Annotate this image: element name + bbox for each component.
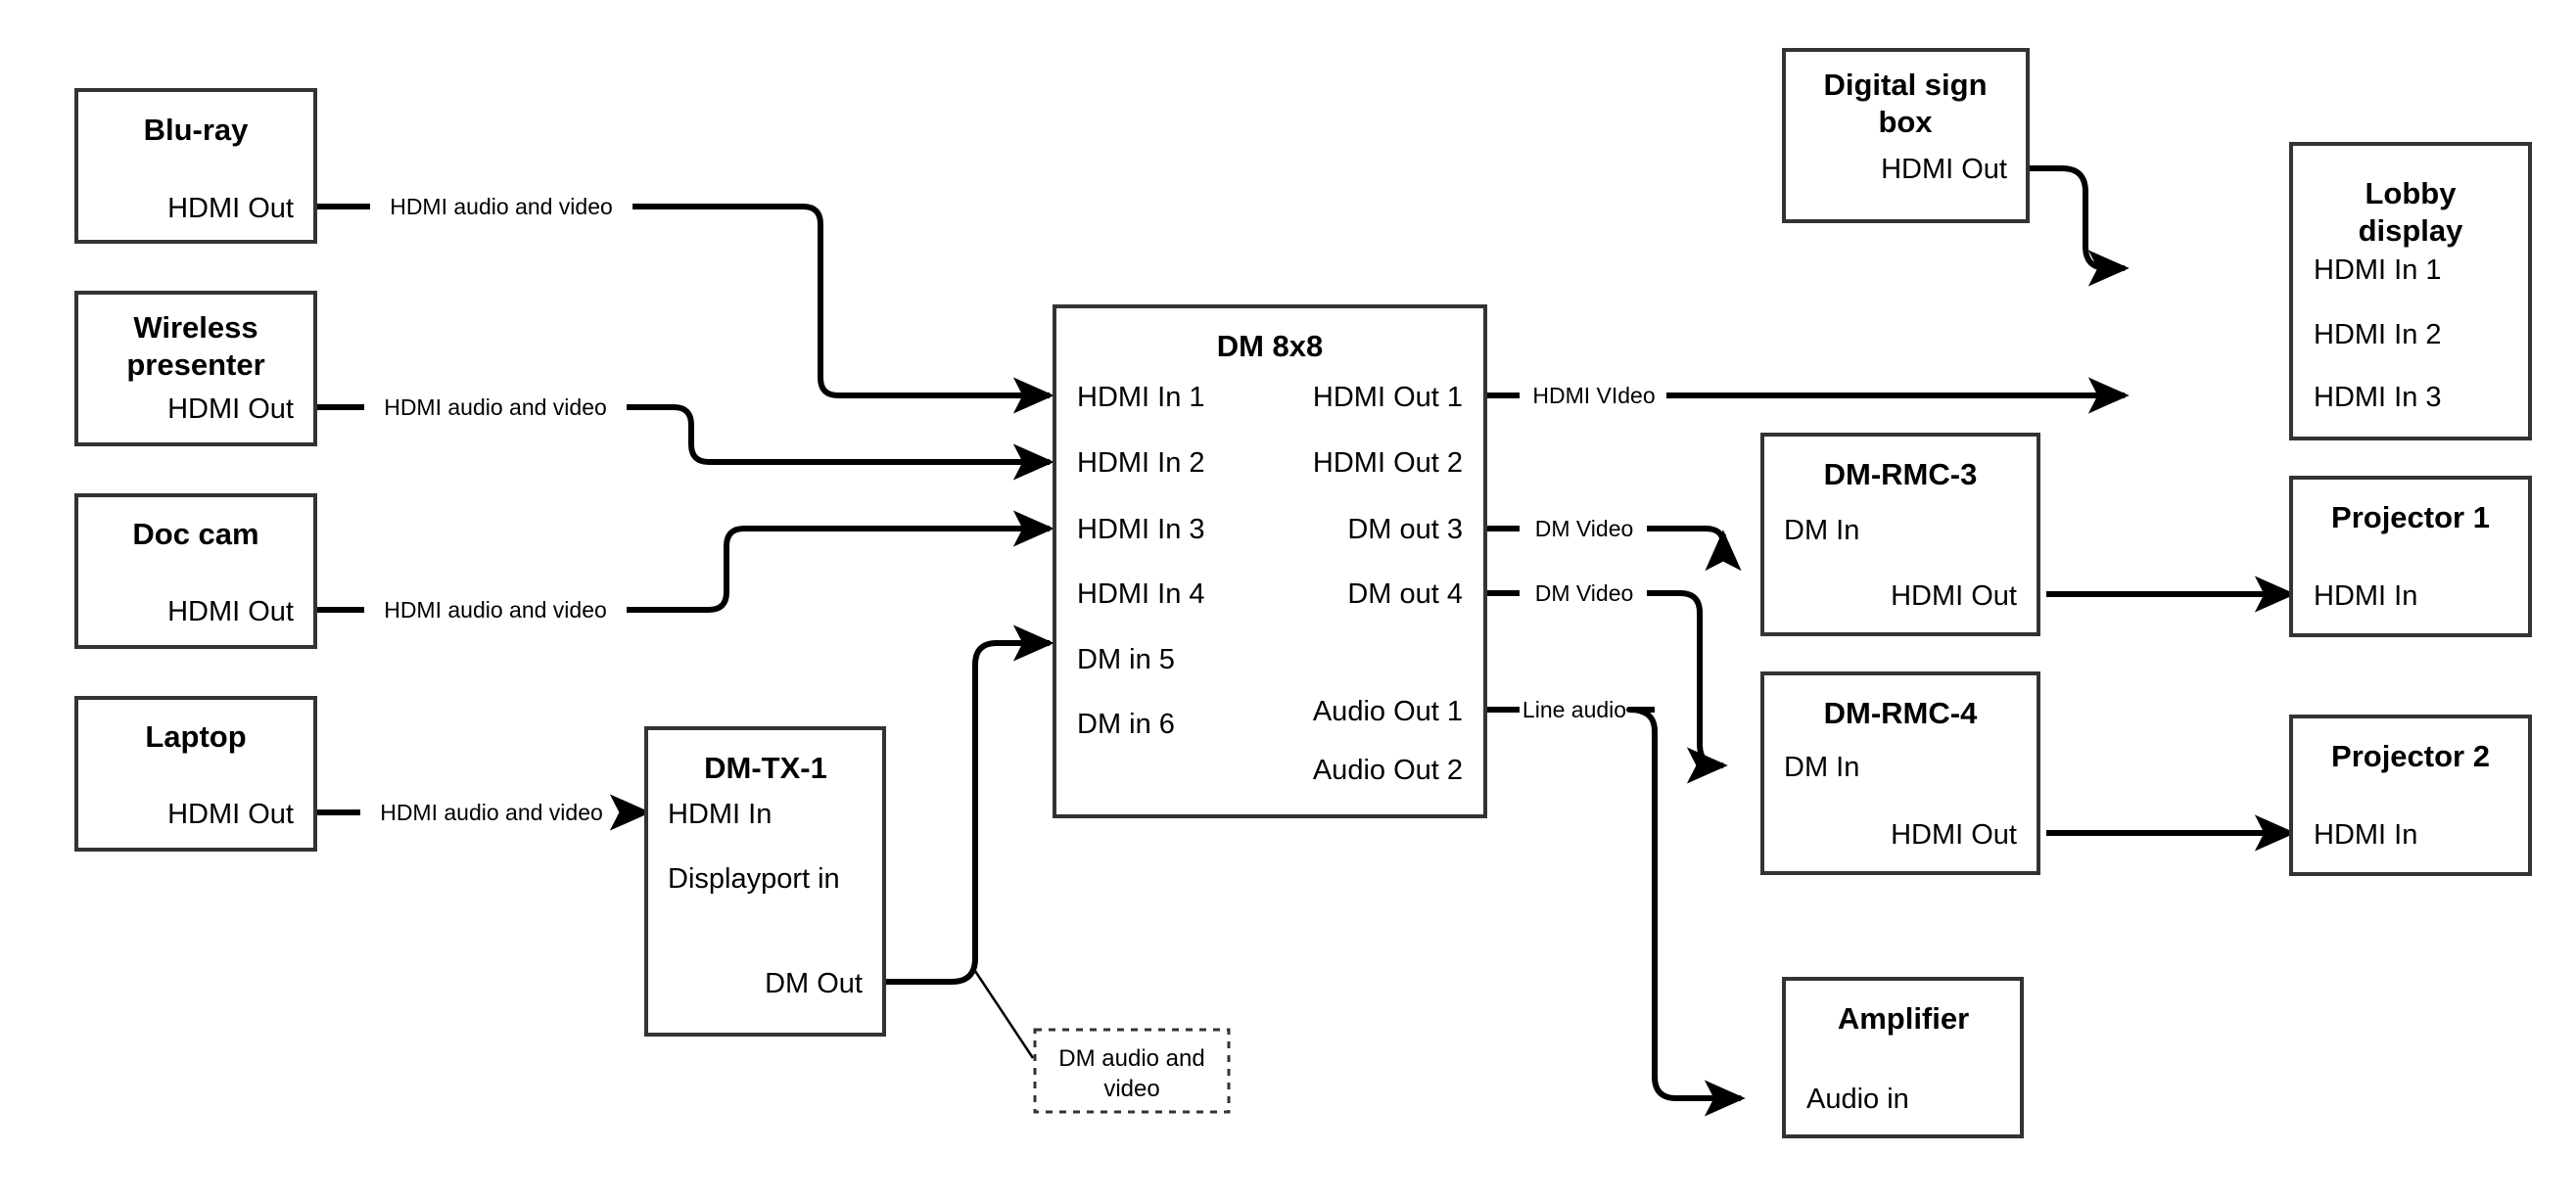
wire-label-dmout3: DM Video (1535, 516, 1634, 541)
doccam-title: Doc cam (132, 517, 258, 551)
dmtx1-title: DM-TX-1 (704, 751, 827, 785)
digitalsign-title-line1: Digital sign (1823, 68, 1987, 102)
note-line2: video (1103, 1076, 1159, 1102)
digitalsign-port-hdmi-out: HDMI Out (1881, 154, 2007, 185)
wire-label-wireless: HDMI audio and video (384, 394, 607, 420)
wire-bluray-to-dm8x8: HDMI audio and video (315, 194, 1054, 414)
projector2-port-hdmi-in: HDMI In (2314, 819, 2417, 851)
dmtx1-port-dm-out: DM Out (765, 968, 863, 999)
digitalsign-title-line2: box (1878, 105, 1933, 139)
dm8x8-port-audio-out-2: Audio Out 2 (1313, 755, 1463, 786)
lobbydisplay-title-line1: Lobby (2365, 176, 2458, 210)
wire-doccam-to-dm8x8: HDMI audio and video (315, 510, 1054, 623)
dm8x8-port-hdmi-in-4: HDMI In 4 (1077, 578, 1205, 610)
device-box-laptop[interactable]: Laptop HDMI Out (74, 696, 317, 852)
wireless-port-hdmi-out: HDMI Out (167, 393, 294, 425)
device-box-bluray[interactable]: Blu-ray HDMI Out (74, 88, 317, 244)
device-box-wireless-presenter[interactable]: Wireless presenter HDMI Out (74, 291, 317, 446)
wire-label-doccam: HDMI audio and video (384, 597, 607, 623)
note-dm-audio-and-video: DM audio and video (1033, 1028, 1231, 1114)
device-box-amplifier[interactable]: Amplifier Audio in (1782, 977, 2024, 1138)
wire-dmout3-to-rmc3: DM Video (1484, 516, 1742, 572)
dm8x8-port-dm-in-6: DM in 6 (1077, 709, 1175, 740)
lobbydisplay-port-hdmi-in-3: HDMI In 3 (2314, 382, 2442, 413)
amplifier-title: Amplifier (1838, 1001, 1969, 1036)
wire-wireless-to-dm8x8: HDMI audio and video (315, 394, 1054, 481)
note-line1: DM audio and (1058, 1045, 1204, 1072)
device-box-dm-rmc-3[interactable]: DM-RMC-3 DM In HDMI Out (1760, 433, 2040, 636)
projector1-port-hdmi-in: HDMI In (2314, 580, 2417, 612)
dm8x8-port-audio-out-1: Audio Out 1 (1313, 696, 1463, 727)
amplifier-port-audio-in: Audio in (1806, 1084, 1909, 1115)
dmrmc4-port-hdmi-out: HDMI Out (1891, 819, 2017, 851)
lobbydisplay-port-hdmi-in-2: HDMI In 2 (2314, 319, 2442, 350)
lobbydisplay-port-hdmi-in-1: HDMI In 1 (2314, 254, 2442, 286)
device-box-dm-8x8[interactable]: DM 8x8 HDMI In 1 HDMI In 2 HDMI In 3 HDM… (1053, 304, 1487, 818)
dmrmc4-title: DM-RMC-4 (1824, 696, 1978, 730)
device-box-dm-tx-1[interactable]: DM-TX-1 HDMI In Displayport in DM Out (644, 726, 886, 1037)
wire-label-bluray: HDMI audio and video (390, 194, 613, 219)
wire-dmtx1-to-dm8x8 (884, 624, 1054, 1059)
dm8x8-port-hdmi-out-1: HDMI Out 1 (1313, 382, 1463, 413)
device-box-projector-1[interactable]: Projector 1 HDMI In (2289, 476, 2532, 637)
wire-label-audioout1: Line audio (1522, 697, 1626, 722)
dm8x8-port-dm-in-5: DM in 5 (1077, 644, 1175, 675)
dm8x8-title: DM 8x8 (1217, 329, 1324, 363)
device-box-projector-2[interactable]: Projector 2 HDMI In (2289, 715, 2532, 876)
dm8x8-port-hdmi-in-1: HDMI In 1 (1077, 382, 1205, 413)
dmtx1-port-displayport-in: Displayport in (668, 863, 840, 895)
dmtx1-port-hdmi-in: HDMI In (668, 799, 772, 830)
projector2-title: Projector 2 (2331, 739, 2490, 773)
wireless-title-line2: presenter (126, 347, 264, 382)
dmrmc4-port-dm-in: DM In (1784, 752, 1859, 783)
projector1-title: Projector 1 (2331, 500, 2490, 534)
bluray-title: Blu-ray (144, 113, 250, 147)
wire-laptop-to-dmtx1: HDMI audio and video (315, 794, 651, 831)
dmrmc3-port-hdmi-out: HDMI Out (1891, 580, 2017, 612)
lobbydisplay-title-line2: display (2359, 213, 2464, 248)
device-box-doc-cam[interactable]: Doc cam HDMI Out (74, 493, 317, 649)
dm8x8-port-hdmi-in-3: HDMI In 3 (1077, 514, 1205, 545)
dm8x8-port-dm-out-4: DM out 4 (1347, 578, 1463, 610)
wire-label-hdmiout1: HDMI VIdeo (1532, 383, 1655, 408)
wire-dmout4-to-rmc4: DM Video (1484, 580, 1728, 784)
doccam-port-hdmi-out: HDMI Out (167, 596, 294, 627)
dm8x8-port-dm-out-3: DM out 3 (1347, 514, 1463, 545)
wire-hdmiout1-to-lobby: HDMI VIdeo (1484, 377, 2130, 414)
dmrmc3-port-dm-in: DM In (1784, 515, 1859, 546)
laptop-title: Laptop (145, 719, 246, 754)
wire-audioout1-to-amp: Line audio (1484, 697, 1746, 1117)
wire-label-laptop: HDMI audio and video (380, 800, 603, 825)
laptop-port-hdmi-out: HDMI Out (167, 799, 294, 830)
dm8x8-port-hdmi-in-2: HDMI In 2 (1077, 447, 1205, 479)
dm8x8-port-hdmi-out-2: HDMI Out 2 (1313, 447, 1463, 479)
dmrmc3-title: DM-RMC-3 (1824, 457, 1978, 491)
device-box-lobby-display[interactable]: Lobby display HDMI In 1 HDMI In 2 HDMI I… (2289, 142, 2532, 440)
wireless-title-line1: Wireless (133, 310, 258, 345)
device-box-dm-rmc-4[interactable]: DM-RMC-4 DM In HDMI Out (1760, 671, 2040, 875)
device-box-digital-sign-box[interactable]: Digital sign box HDMI Out (1782, 48, 2030, 223)
wire-label-dmout4: DM Video (1535, 580, 1634, 606)
bluray-port-hdmi-out: HDMI Out (167, 193, 294, 224)
